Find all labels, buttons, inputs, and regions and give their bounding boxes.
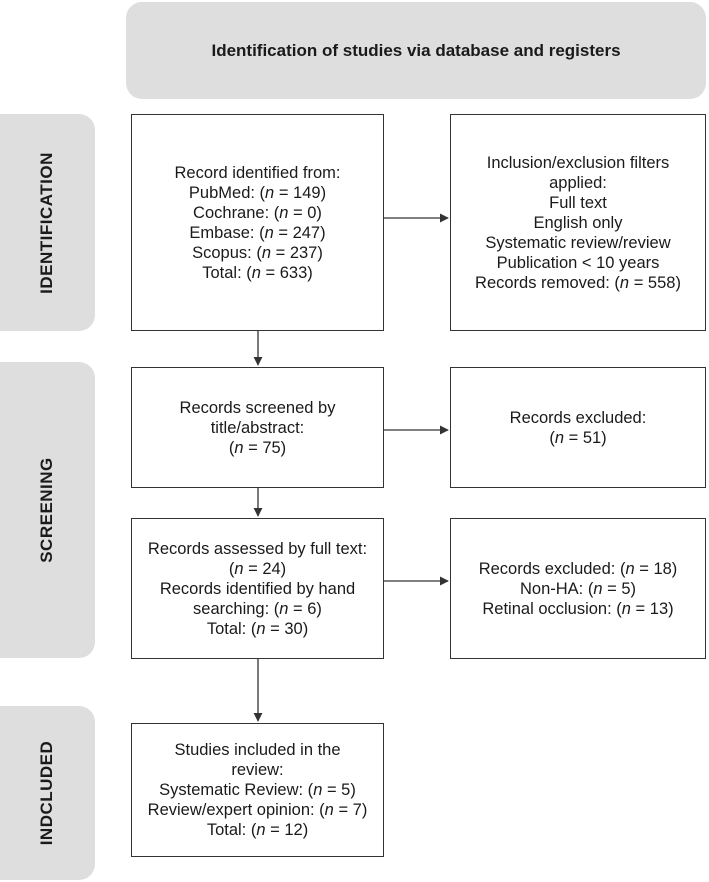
box-line: (n = 24) bbox=[228, 559, 287, 578]
box-line: Records identified by hand bbox=[159, 579, 356, 598]
box-line: (n = 75) bbox=[228, 438, 287, 457]
box-line: title/abstract: bbox=[210, 418, 305, 437]
box-line: Embase: (n = 247) bbox=[189, 223, 326, 242]
box-line: Cochrane: (n = 0) bbox=[193, 203, 322, 222]
stage-screening-label: SCREENING bbox=[37, 457, 56, 563]
box-line: Publication < 10 years bbox=[496, 253, 660, 272]
box-line: Systematic Review: (n = 5) bbox=[159, 781, 356, 799]
stage-identification-label: IDENTIFICATION bbox=[37, 151, 56, 294]
box-line: Review/expert opinion: (n = 7) bbox=[147, 801, 368, 819]
stage-identification-panel: IDENTIFICATION bbox=[0, 114, 95, 331]
records-assessed-box: Records assessed by full text:(n = 24)Re… bbox=[131, 518, 384, 659]
box-line: English only bbox=[533, 213, 623, 232]
box-line: searching: (n = 6) bbox=[193, 599, 322, 618]
records-identified-box: Record identified from:PubMed: (n = 149)… bbox=[131, 114, 384, 331]
box-line: Total: (n = 12) bbox=[206, 821, 309, 839]
box-line: Systematic review/review bbox=[485, 233, 671, 252]
box-line: Retinal occlusion: (n = 13) bbox=[482, 599, 674, 618]
box-line: Total: (n = 633) bbox=[202, 263, 313, 282]
box-line: (n = 51) bbox=[549, 428, 607, 447]
flow-header: Identification of studies via database a… bbox=[126, 2, 706, 99]
box-line: Inclusion/exclusion filters bbox=[486, 153, 670, 172]
box-line: Full text bbox=[549, 193, 607, 212]
box-line: Total: (n = 30) bbox=[206, 619, 309, 638]
box-line: PubMed: (n = 149) bbox=[188, 183, 327, 202]
studies-included-box: Studies included in the review: Systematic… bbox=[131, 723, 384, 857]
stage-included-label: INDCLUDED bbox=[37, 740, 56, 846]
box-line: applied: bbox=[549, 173, 607, 192]
records-excluded-box: Records excluded:(n = 51) bbox=[450, 367, 706, 488]
box-line: Non-HA: (n = 5) bbox=[519, 579, 637, 598]
box-line: Studies included in the bbox=[174, 741, 341, 759]
stage-screening-panel: SCREENING bbox=[0, 362, 95, 658]
box-line: Records assessed by full text: bbox=[147, 539, 368, 558]
stage-included-panel: INDCLUDED bbox=[0, 706, 95, 880]
box-line: Scopus: (n = 237) bbox=[192, 243, 323, 262]
box-line: Records screened by bbox=[179, 398, 336, 417]
box-line: Records removed: (n = 558) bbox=[475, 273, 681, 292]
box-line: Record identified from: bbox=[174, 163, 341, 182]
records-excluded-fulltext-box: Records excluded: (n = 18)Non-HA: (n = 5… bbox=[450, 518, 706, 659]
box-line: Records excluded: (n = 18) bbox=[478, 559, 678, 578]
box-line: Records excluded: bbox=[509, 408, 647, 427]
box-line: review: bbox=[231, 761, 284, 779]
